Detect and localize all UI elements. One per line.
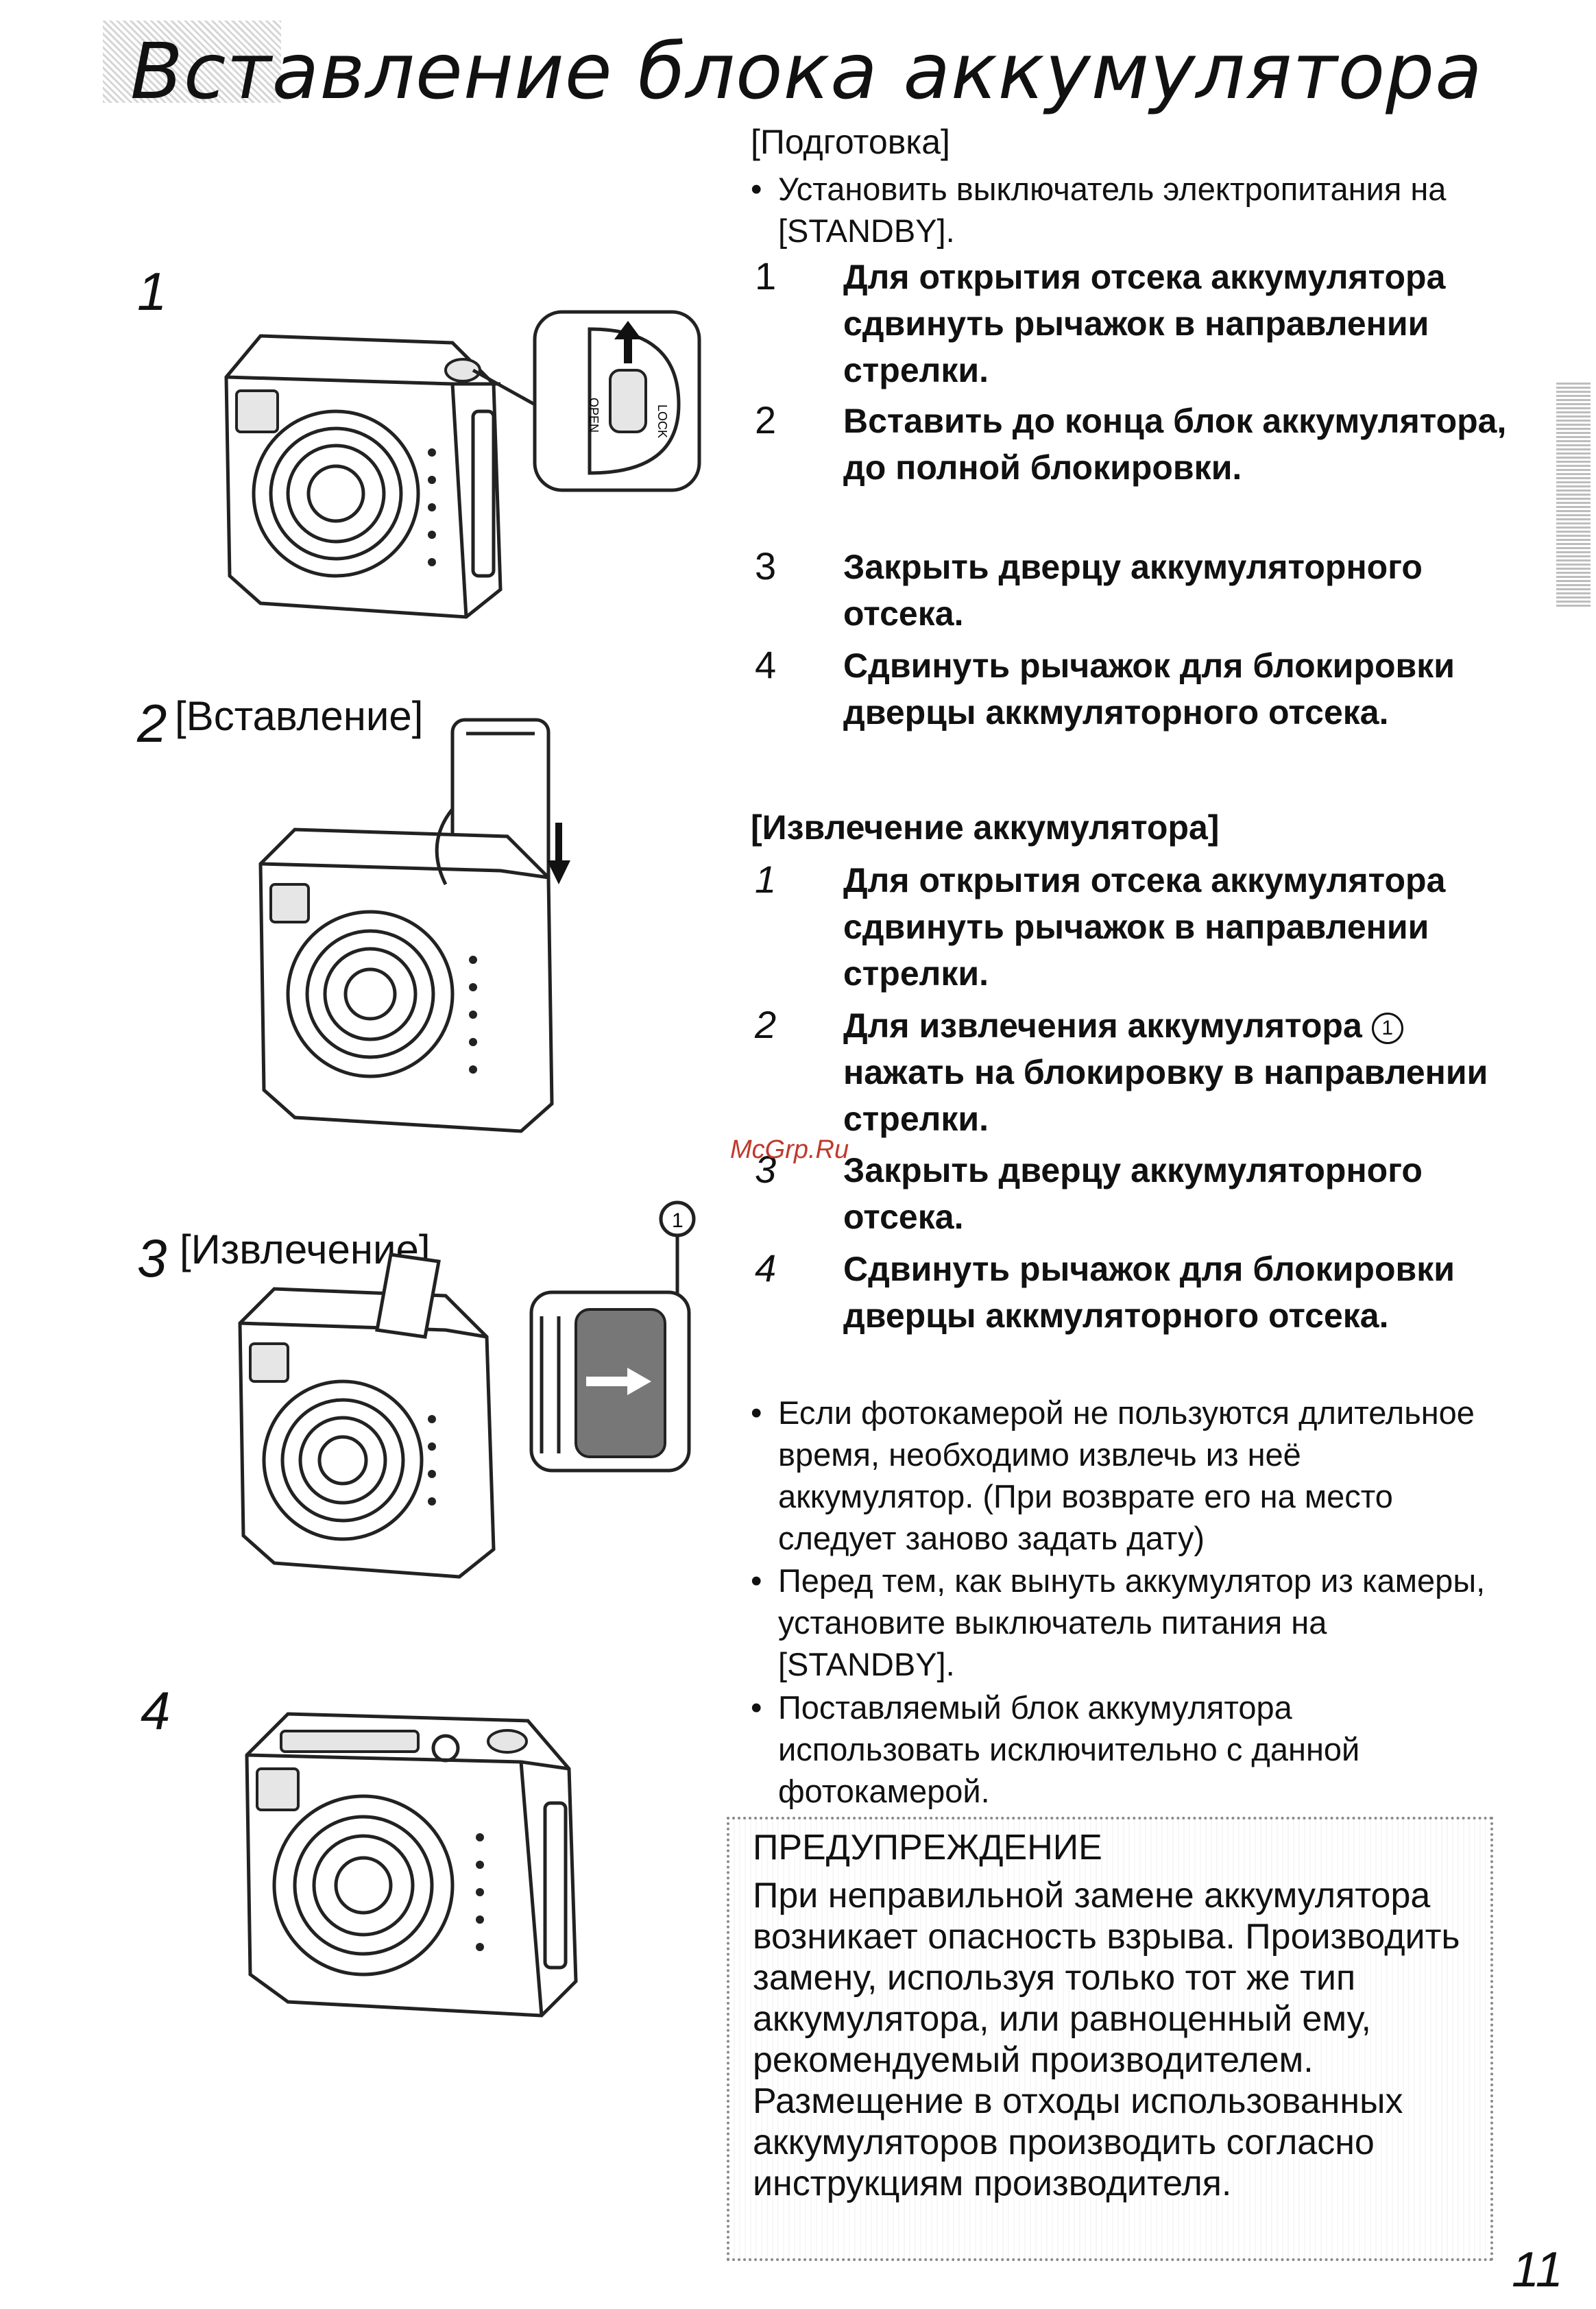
note-3: • Поставляемый блок аккумулятора использ…	[751, 1687, 1498, 1812]
removal-step-1: 1 Для открытия отсека аккумулятора сдвин…	[751, 857, 1512, 997]
figure-4-number: 4	[141, 1680, 171, 1741]
insert-step-2: 2 Вставить до конца блок аккумулятора, д…	[751, 398, 1512, 491]
note-text: Поставляемый блок аккумулятора использов…	[778, 1689, 1360, 1809]
preparation-bullet-text: Установить выключатель электропитания на…	[778, 171, 1447, 249]
step-text: Закрыть дверцу аккумуляторного отсека.	[843, 1151, 1423, 1236]
step-text: Закрыть дверцу аккумуляторного отсека.	[843, 548, 1423, 633]
preparation-heading: [Подготовка]	[751, 123, 950, 161]
step-text: Сдвинуть рычажок для блокировки дверцы а…	[843, 646, 1455, 732]
step-number: 2	[755, 1003, 777, 1046]
removal-step-3: 3 Закрыть дверцу аккумуляторного отсека.	[751, 1147, 1512, 1240]
insert-step-4: 4 Сдвинуть рычажок для блокировки дверцы…	[751, 642, 1512, 736]
step-text: Для извлечения аккумулятора 1 нажать на …	[843, 1002, 1512, 1142]
note-text: Перед тем, как вынуть аккумулятор из кам…	[778, 1562, 1486, 1682]
step-text-part-b: нажать на блокировку в направлении стрел…	[843, 1053, 1488, 1138]
step-text: Вставить до конца блок аккумулятора, до …	[843, 402, 1507, 487]
removal-step-4: 4 Сдвинуть рычажок для блокировки дверцы…	[751, 1246, 1512, 1339]
page-number: 11	[1512, 2242, 1563, 2297]
bullet-dot: •	[751, 1562, 762, 1599]
figure-3-camera-illustration: 1	[238, 1200, 696, 1579]
warning-title: ПРЕДУПРЕЖДЕНИЕ	[753, 1828, 1102, 1867]
title-texture	[103, 21, 281, 103]
insert-step-1: 1 Для открытия отсека аккумулятора сдвин…	[751, 254, 1512, 394]
side-tab-strip	[1556, 380, 1591, 607]
watermark: McGrp.Ru	[730, 1135, 849, 1164]
figure-2-label: [Вставление]	[175, 693, 424, 739]
warning-text: При неправильной замене аккумулятора воз…	[753, 1876, 1460, 2203]
removal-step-2: 2 Для извлечения аккумулятора 1 нажать н…	[751, 1002, 1512, 1142]
removal-heading: [Извлечение аккумулятора]	[751, 808, 1220, 847]
step-number: 2	[755, 398, 777, 442]
warning-box	[727, 1817, 1493, 2261]
note-2: • Перед тем, как вынуть аккумулятор из к…	[751, 1560, 1498, 1685]
step-number: 1	[755, 858, 777, 901]
step-text-part-a: Для извлечения аккумулятора	[843, 1006, 1362, 1045]
page-title: Вставление блока аккумулятора	[130, 27, 1483, 117]
figure-1-camera-illustration: LOCK OPEN	[224, 310, 701, 619]
preparation-bullet: • Установить выключатель электропитания …	[751, 168, 1498, 252]
step-number: 3	[755, 544, 777, 588]
callout-circle-1: 1	[1371, 1012, 1403, 1044]
note-text: Если фотокамерой не пользуются длительно…	[778, 1394, 1475, 1556]
bullet-dot: •	[751, 171, 762, 207]
bullet-dot: •	[751, 1689, 762, 1726]
callout-1-label: 1	[672, 1209, 684, 1232]
step-number: 3	[755, 1148, 777, 1191]
step-text: Для открытия отсека аккумулятора сдвинут…	[843, 258, 1446, 389]
step-number: 4	[755, 643, 777, 686]
figure-2-number: 2	[137, 693, 167, 753]
step-text: Для открытия отсека аккумулятора сдвинут…	[843, 861, 1446, 993]
step-number: 4	[755, 1246, 777, 1290]
lock-label: LOCK	[655, 404, 669, 438]
figure-4-camera-illustration	[245, 1712, 578, 2018]
open-label: OPEN	[587, 398, 601, 433]
step-text: Сдвинуть рычажок для блокировки дверцы а…	[843, 1250, 1455, 1335]
figure-1-number: 1	[137, 261, 167, 322]
figure-2-camera-illustration	[258, 718, 570, 1133]
insert-step-3: 3 Закрыть дверцу аккумуляторного отсека.	[751, 544, 1512, 637]
bullet-dot: •	[751, 1394, 762, 1431]
step-number: 1	[755, 254, 777, 298]
figure-3-number: 3	[137, 1228, 167, 1288]
note-1: • Если фотокамерой не пользуются длитель…	[751, 1392, 1498, 1559]
